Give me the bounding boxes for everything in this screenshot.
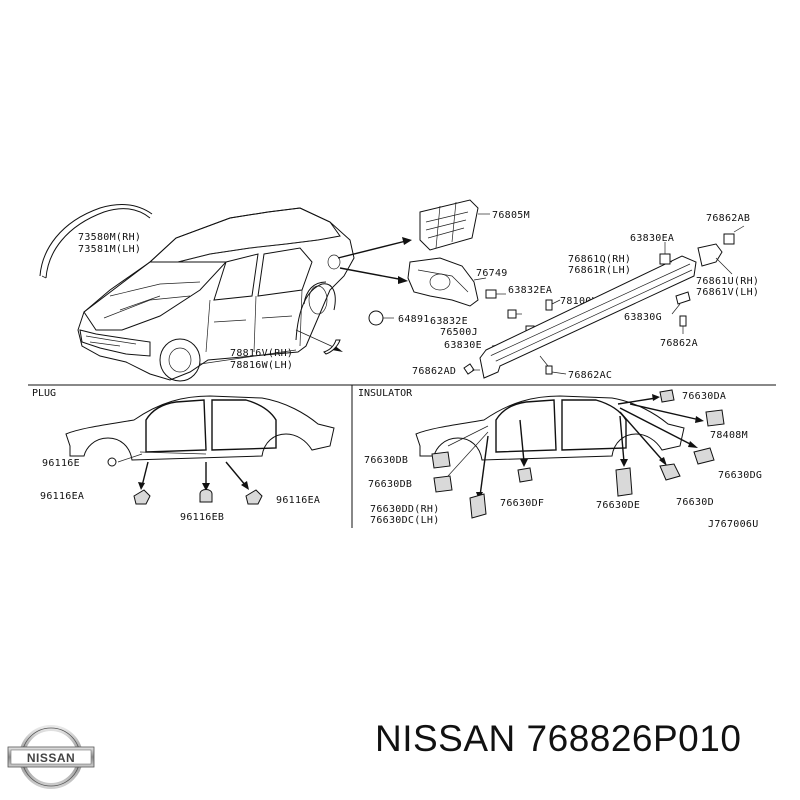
label-76861q: 76861Q(RH) [568, 254, 631, 265]
label-76630de: 76630DE [596, 500, 640, 511]
label-76630dc: 76630DC(LH) [370, 515, 440, 526]
label-76862ac: 76862AC [568, 370, 612, 381]
label-76630db-2: 76630DB [368, 479, 412, 490]
part-76805m [419, 199, 490, 251]
part-76861u [697, 225, 745, 275]
label-73581m: 73581M(LH) [78, 244, 141, 255]
label-76862ab: 76862AB [706, 213, 750, 224]
label-76630df: 76630DF [500, 498, 544, 509]
label-78100h: 78100H [560, 296, 598, 307]
insulator-car-side-view [415, 395, 685, 461]
part-63830g [671, 291, 691, 315]
part-76861q-sill-molding [479, 255, 697, 379]
label-76862a: 76862A [660, 338, 698, 349]
part-63830ea [659, 242, 671, 265]
label-76630d: 76630D [676, 497, 714, 508]
diagram-code: J767006U [708, 519, 759, 530]
insulator-section-title: INSULATOR [358, 388, 413, 399]
logo-text: NISSAN [27, 751, 75, 765]
label-63830ea: 63830EA [630, 233, 674, 244]
label-76861v: 76861V(LH) [696, 287, 759, 298]
plug-parts [107, 457, 263, 505]
label-96116eb: 96116EB [180, 512, 224, 523]
label-76861r: 76861R(LH) [568, 265, 631, 276]
label-64891: 64891 [398, 314, 430, 325]
plug-car-side-view [65, 395, 335, 461]
label-76630dd: 76630DD(RH) [370, 504, 440, 515]
label-76630dg: 76630DG [718, 470, 762, 481]
part-number-caption: NISSAN 768826P010 [375, 718, 742, 759]
label-63832e: 63832E [430, 316, 468, 327]
label-63830g: 63830G [624, 312, 662, 323]
label-78816w: 78816W(LH) [230, 360, 293, 371]
label-96116e: 96116E [42, 458, 80, 469]
label-76749: 76749 [476, 268, 508, 279]
label-76862ad: 76862AD [412, 366, 456, 377]
part-64891 [368, 310, 394, 326]
label-78816v: 78816V(RH) [230, 348, 293, 359]
leader-arrows-top [295, 237, 412, 352]
part-76862ac [539, 355, 567, 375]
label-96116ea-right: 96116EA [276, 495, 320, 506]
nissan-logo: NISSAN [7, 725, 95, 789]
label-78408m: 78408M [710, 430, 748, 441]
plug-section-title: PLUG [32, 388, 56, 399]
insulator-parts [431, 389, 725, 519]
label-76630db-1: 76630DB [364, 455, 408, 466]
label-63832ea: 63832EA [508, 285, 552, 296]
label-63830e: 63830E [444, 340, 482, 351]
label-76500j: 76500J [440, 327, 478, 338]
label-96116ea-left: 96116EA [40, 491, 84, 502]
part-76862a [679, 315, 687, 334]
car-illustration [77, 207, 355, 382]
part-78816v [323, 339, 341, 355]
plug-arrows [117, 453, 249, 491]
label-76861u: 76861U(RH) [696, 276, 759, 287]
label-76805m: 76805M [492, 210, 530, 221]
label-73580m: 73580M(RH) [78, 232, 141, 243]
insulator-arrows [447, 394, 704, 500]
lower-panels-frame [28, 384, 776, 528]
roof-molding-part [39, 204, 153, 279]
label-76630da: 76630DA [682, 391, 726, 402]
part-76749 [407, 257, 487, 307]
